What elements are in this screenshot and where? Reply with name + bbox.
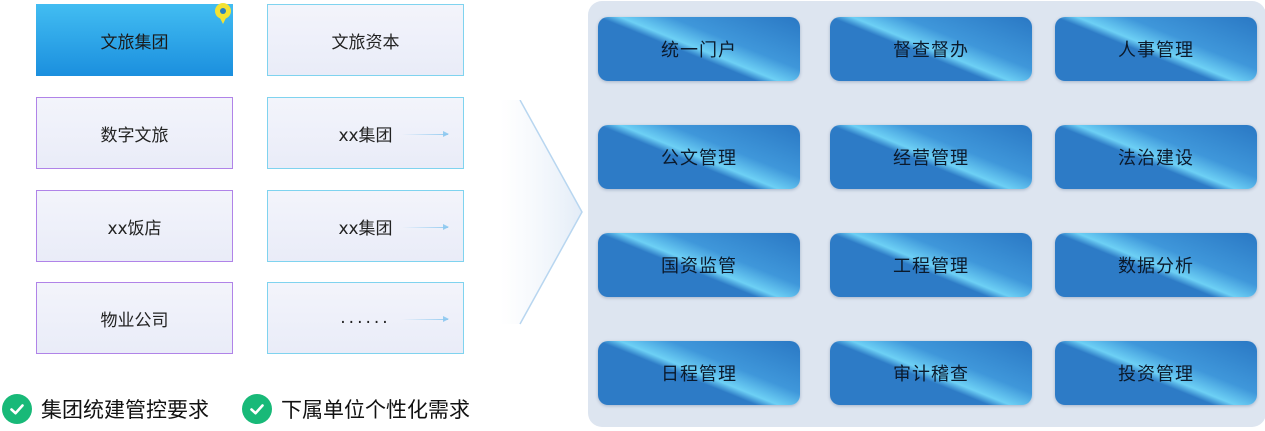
group-box-xx-group-1[interactable]: xx集团 bbox=[267, 97, 464, 169]
group-box-xx-hotel[interactable]: xx饭店 bbox=[36, 190, 233, 262]
requirement-label: 集团统建管控要求 bbox=[41, 398, 209, 422]
module-unified-portal[interactable]: 统一门户 bbox=[598, 17, 800, 81]
group-label: xx饭店 bbox=[107, 218, 162, 239]
module-audit-inspection[interactable]: 审计稽查 bbox=[830, 341, 1032, 405]
module-document-management[interactable]: 公文管理 bbox=[598, 125, 800, 189]
group-label: xx集团 bbox=[338, 125, 393, 146]
module-operation-management[interactable]: 经营管理 bbox=[830, 125, 1032, 189]
arrow-right-icon bbox=[402, 224, 449, 230]
group-box-more[interactable]: ...... bbox=[267, 282, 464, 354]
module-state-asset-supervision[interactable]: 国资监管 bbox=[598, 233, 800, 297]
arrow-right-icon bbox=[402, 316, 449, 322]
arrow-right-icon bbox=[402, 131, 449, 137]
group-label: xx集团 bbox=[338, 218, 393, 239]
module-investment-management[interactable]: 投资管理 bbox=[1055, 341, 1257, 405]
group-label: 物业公司 bbox=[100, 310, 169, 331]
check-circle-icon bbox=[242, 394, 272, 424]
group-label: 文旅集团 bbox=[100, 32, 169, 53]
group-label: 数字文旅 bbox=[100, 125, 169, 146]
module-supervision[interactable]: 督查督办 bbox=[830, 17, 1032, 81]
requirement-subunit-custom: 下属单位个性化需求 bbox=[242, 394, 470, 424]
chevron-right-icon bbox=[500, 100, 583, 325]
module-schedule-management[interactable]: 日程管理 bbox=[598, 341, 800, 405]
group-box-wenlv-capital[interactable]: 文旅资本 bbox=[267, 4, 464, 76]
check-circle-icon bbox=[2, 394, 32, 424]
group-box-property-company[interactable]: 物业公司 bbox=[36, 282, 233, 354]
requirement-label: 下属单位个性化需求 bbox=[281, 398, 470, 422]
group-box-digital-wenlv[interactable]: 数字文旅 bbox=[36, 97, 233, 169]
group-label: 文旅资本 bbox=[331, 32, 400, 53]
group-box-wenlv-group[interactable]: 文旅集团 bbox=[36, 4, 233, 76]
module-data-analysis[interactable]: 数据分析 bbox=[1055, 233, 1257, 297]
group-box-xx-group-2[interactable]: xx集团 bbox=[267, 190, 464, 262]
location-pin-icon bbox=[215, 3, 231, 24]
module-engineering-management[interactable]: 工程管理 bbox=[830, 233, 1032, 297]
group-label: ...... bbox=[340, 308, 391, 328]
module-hr-management[interactable]: 人事管理 bbox=[1055, 17, 1257, 81]
requirement-group-control: 集团统建管控要求 bbox=[2, 394, 209, 424]
module-legal-construction[interactable]: 法治建设 bbox=[1055, 125, 1257, 189]
